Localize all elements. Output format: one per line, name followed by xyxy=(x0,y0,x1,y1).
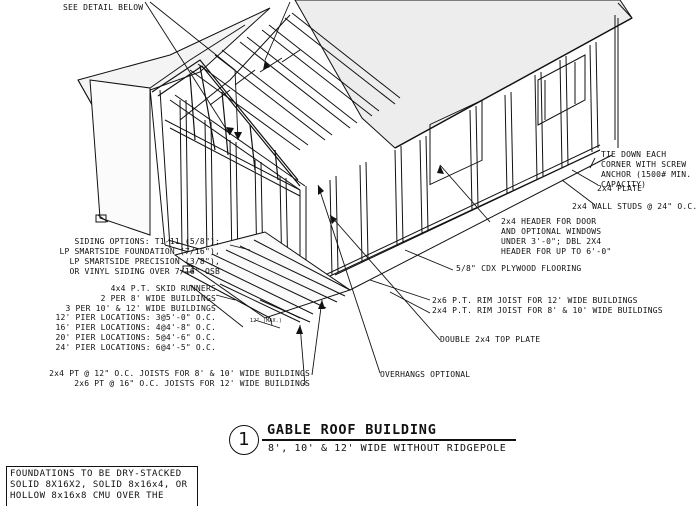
siding-line-3: LP SMARTSIDE PRECISION (3/8"), xyxy=(69,257,220,266)
pier-line-3: 20' PIER LOCATIONS: 5@4'-6" O.C. xyxy=(55,333,216,342)
roof-right-slope xyxy=(294,0,633,149)
joists-callout: 2x4 PT @ 12" O.C. JOISTS FOR 8' & 10' WI… xyxy=(10,369,310,389)
drawing-number: 1 xyxy=(229,425,259,455)
drawing-title: GABLE ROOF BUILDING xyxy=(267,422,437,438)
foundation-note-line-2: SOLID 8X16X2, SOLID 8x16x4, OR xyxy=(10,480,188,490)
gable-truss xyxy=(151,59,301,187)
leader-lines xyxy=(144,1,599,386)
joist-line-1: 2x4 PT @ 12" O.C. JOISTS FOR 8' & 10' WI… xyxy=(49,369,310,378)
rim-joist-callout: 2x6 P.T. RIM JOIST FOR 12' WIDE BUILDING… xyxy=(432,296,663,316)
siding-line-1: SIDING OPTIONS: T1-11 (5/8"); xyxy=(74,237,220,246)
header-line-1: 2x4 HEADER FOR DOOR xyxy=(501,217,597,226)
floor-deck xyxy=(95,149,613,323)
header-line-2: AND OPTIONAL WINDOWS xyxy=(501,227,602,236)
flooring-callout: 5/8" CDX PLYWOOD FLOORING xyxy=(456,264,582,273)
tie-down-line-1: TIE DOWN EACH xyxy=(601,150,667,159)
top-plate-callout: DOUBLE 2x4 TOP PLATE xyxy=(440,335,541,344)
siding-line-2: LP SMARTSIDE FOUNDATION (7/16"), xyxy=(59,247,220,256)
see-detail-callout: SEE DETAIL BELOW xyxy=(63,3,144,12)
foundation-note-line-3: HOLLOW 8x16x8 CMU OVER THE xyxy=(10,491,164,501)
siding-callout: SIDING OPTIONS: T1-11 (5/8"); LP SMARTSI… xyxy=(20,237,220,277)
rim-joist-line-1: 2x6 P.T. RIM JOIST FOR 12' WIDE BUILDING… xyxy=(432,296,638,305)
pier-line-2: 16' PIER LOCATIONS: 4@4'-8" O.C. xyxy=(55,323,216,332)
pier-line-4: 24' PIER LOCATIONS: 6@4'-5" O.C. xyxy=(55,343,216,352)
arrowheads xyxy=(226,60,444,334)
tie-down-callout: TIE DOWN EACH CORNER WITH SCREW ANCHOR (… xyxy=(601,150,691,190)
plate-callout: 2x4 PLATE xyxy=(597,184,643,193)
max-spacing-label: 12" (MAX.) xyxy=(250,318,283,324)
drawing-subtitle: 8', 10' & 12' WIDE WITHOUT RIDGEPOLE xyxy=(268,443,507,454)
left-wall-framing xyxy=(89,79,301,286)
skid-line-2: 2 PER 8' WIDE BUILDINGS xyxy=(100,294,216,303)
foundation-note-line-1: FOUNDATIONS TO BE DRY-STACKED xyxy=(10,469,182,479)
skid-line-1: 4x4 P.T. SKID RUNNERS xyxy=(110,284,216,293)
rim-joist-line-2: 2x4 P.T. RIM JOIST FOR 8' & 10' WIDE BUI… xyxy=(432,306,663,315)
foundation-note: FOUNDATIONS TO BE DRY-STACKED SOLID 8X16… xyxy=(6,466,198,506)
joist-line-2: 2x6 PT @ 16" O.C. JOISTS FOR 12' WIDE BU… xyxy=(74,379,310,388)
header-line-4: HEADER FOR UP TO 6'-0" xyxy=(501,247,612,256)
pier-line-1: 12' PIER LOCATIONS: 3@5'-0" O.C. xyxy=(55,313,216,322)
pier-locations-callout: 12' PIER LOCATIONS: 3@5'-0" O.C. 16' PIE… xyxy=(20,313,216,353)
siding-outline xyxy=(614,15,619,148)
tie-down-line-4: CAPACITY) xyxy=(601,180,647,189)
header-callout: 2x4 HEADER FOR DOOR AND OPTIONAL WINDOWS… xyxy=(501,217,611,257)
overhangs-callout: OVERHANGS OPTIONAL xyxy=(380,370,471,379)
tie-down-line-2: CORNER WITH SCREW xyxy=(601,160,687,169)
tie-down-line-3: ANCHOR (1500# MIN. xyxy=(601,170,692,179)
header-line-3: UNDER 3'-0"; DBL 2X4 xyxy=(501,237,602,246)
siding-line-4: OR VINYL SIDING OVER 7/16" OSB xyxy=(69,267,220,276)
skid-runners-callout: 4x4 P.T. SKID RUNNERS 2 PER 8' WIDE BUIL… xyxy=(20,284,216,314)
wall-studs-callout: 2x4 WALL STUDS @ 24" O.C. xyxy=(572,202,698,211)
skid-line-3: 3 PER 10' & 12' WIDE BUILDINGS xyxy=(65,304,216,313)
title-underline xyxy=(262,439,516,441)
spacing-dimension xyxy=(254,317,281,329)
